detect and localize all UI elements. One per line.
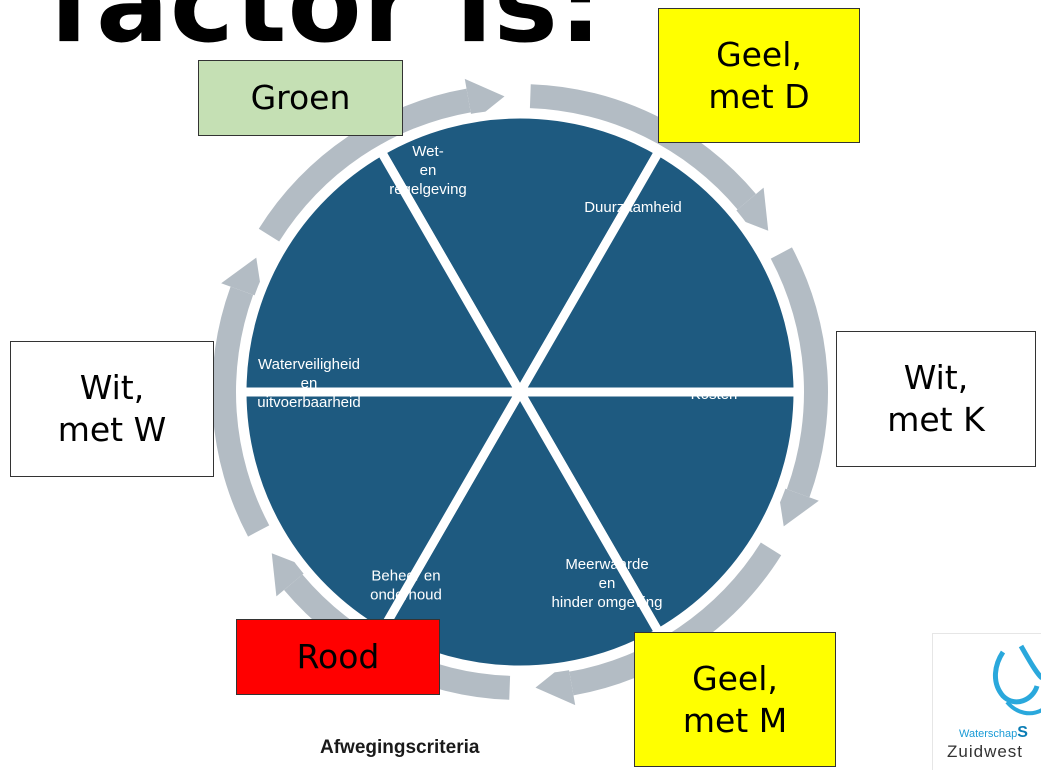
segment-labels: Wet-en regelgevingDuurzaamheidKostenMeerw… <box>257 143 737 611</box>
label-box-geel-m: Geel, met M <box>634 632 836 767</box>
segment-label-line: en <box>599 575 616 592</box>
segment-label-line: regelgeving <box>389 181 467 198</box>
logo-text-line1: WaterschapS <box>959 724 1028 742</box>
ring-arrowhead <box>777 485 819 527</box>
page-title: factor is: <box>48 0 604 67</box>
wheel-segments <box>237 109 803 675</box>
label-wit-k-line2: met K <box>887 400 985 439</box>
cycle-ring <box>211 78 828 706</box>
segment-label-line: en <box>301 375 318 392</box>
segment-label-line: onderhoud <box>370 587 442 604</box>
label-box-geel-d: Geel, met D <box>658 8 860 143</box>
label-wit-w-line2: met W <box>57 410 167 449</box>
logo-text-suffix: S <box>1017 724 1028 741</box>
ring-arrowhead <box>271 553 311 597</box>
wheel-segment <box>515 146 803 397</box>
waterschap-logo: WaterschapS Zuidwest <box>932 633 1041 770</box>
ring-arc <box>258 88 471 242</box>
ring-arrowhead <box>535 661 576 706</box>
segment-label-line: Waterveiligheid <box>258 356 360 373</box>
ring-arc <box>284 574 511 700</box>
label-geel-m-line1: Geel, <box>692 658 778 698</box>
label-box-groen: Groen <box>198 60 403 136</box>
ring-arc <box>211 286 270 537</box>
label-wit-k-line1: Wit, <box>903 358 969 397</box>
label-groen-text: Groen <box>250 78 351 117</box>
ring-arrowhead <box>729 187 769 231</box>
label-geel-d-line1: Geel, <box>716 34 802 74</box>
wheel-caption: Afwegingscriteria <box>320 737 480 758</box>
wheel-segment <box>376 109 664 397</box>
segment-label-line: Wet- <box>412 143 443 160</box>
wheel-segment <box>237 387 525 638</box>
ring-arc <box>569 542 782 696</box>
segment-label-line: Kosten <box>691 386 738 403</box>
wheel-segment <box>237 146 525 397</box>
segment-label-line: en <box>420 162 437 179</box>
label-box-wit-k: Wit, met K <box>836 331 1036 467</box>
segment-label-line: uitvoerbaarheid <box>257 394 360 411</box>
segment-label-line: hinder omgeving <box>552 594 663 611</box>
ring-arrowhead <box>464 78 505 123</box>
label-geel-d-line2: met D <box>708 76 810 116</box>
label-box-rood: Rood <box>236 619 440 695</box>
label-rood-text: Rood <box>296 637 380 676</box>
segment-label-line: Meerwaarde <box>565 556 648 573</box>
segment-label-line: Duurzaamheid <box>584 199 682 216</box>
label-wit-w-line1: Wit, <box>79 368 145 407</box>
segment-label-line: Beheer en <box>371 568 440 585</box>
label-box-wit-w: Wit, met W <box>10 341 214 477</box>
logo-text-line2: Zuidwest <box>947 742 1024 761</box>
drop-logo-icon <box>993 644 1041 716</box>
logo-text-prefix: Waterschap <box>959 728 1018 740</box>
ring-arc <box>770 247 828 498</box>
ring-arrowhead <box>221 257 263 299</box>
wheel-segment <box>515 387 803 638</box>
ring-arc <box>529 84 756 210</box>
label-geel-m-line2: met M <box>682 700 788 740</box>
